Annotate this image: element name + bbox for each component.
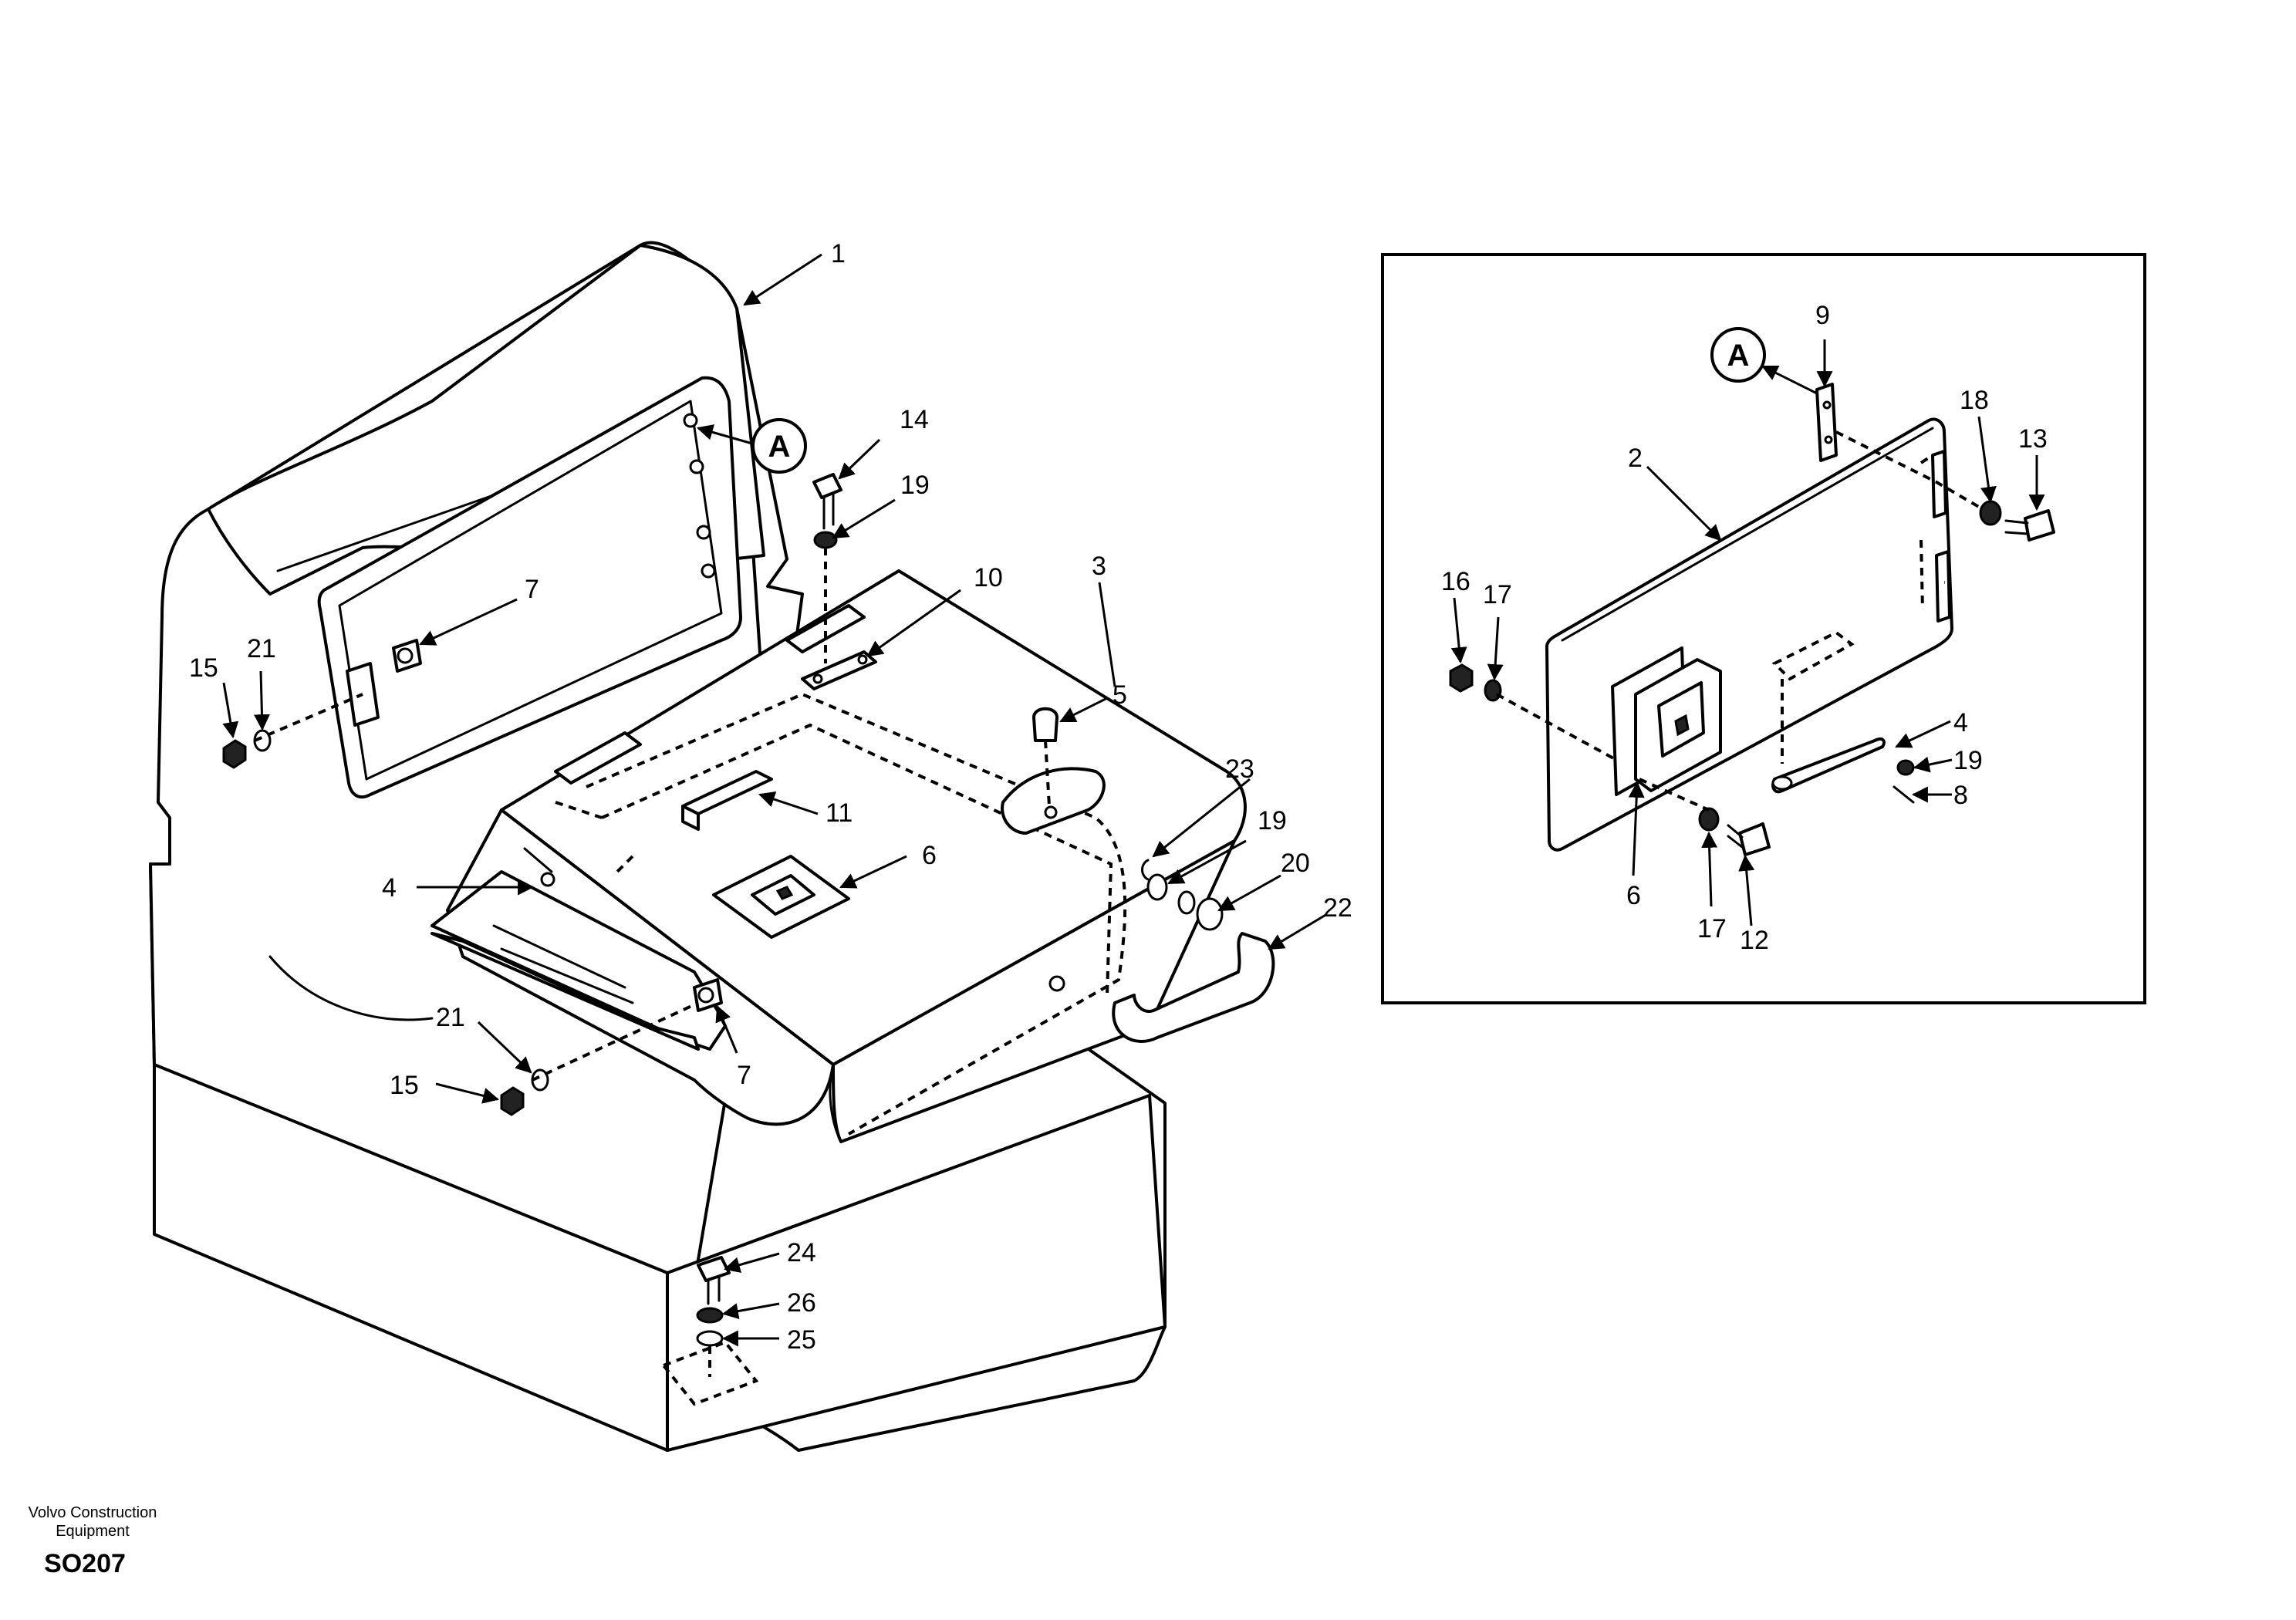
detail-ref-main-text: A <box>768 430 791 464</box>
label-part-6-main: 6 <box>922 841 937 870</box>
label-part-4-main: 4 <box>382 873 397 903</box>
label-part-5: 5 <box>1113 680 1127 710</box>
label-part-4-inset: 4 <box>1953 708 1968 737</box>
part-labels: 1 14 19 7 10 3 5 15 21 11 6 4 23 19 20 2… <box>189 239 2048 1355</box>
label-part-1: 1 <box>831 239 846 268</box>
label-part-21-upper: 21 <box>247 634 276 663</box>
label-part-2: 2 <box>1628 444 1643 473</box>
label-part-11: 11 <box>826 798 853 828</box>
label-part-7-lower: 7 <box>737 1061 751 1090</box>
control-box-panel <box>430 569 1275 1143</box>
label-part-19-inset: 19 <box>1953 746 1983 775</box>
label-part-15-lower: 15 <box>390 1071 419 1100</box>
label-part-3: 3 <box>1092 552 1106 581</box>
assembly-lines-main <box>254 548 1051 1377</box>
label-part-9: 9 <box>1815 301 1830 330</box>
leader-lines <box>222 253 2045 1347</box>
label-part-21-lower: 21 <box>436 1003 465 1032</box>
label-part-25: 25 <box>787 1325 816 1355</box>
label-part-7-upper: 7 <box>525 575 539 604</box>
label-part-13: 13 <box>2018 424 2048 454</box>
label-part-16: 16 <box>1441 567 1470 596</box>
label-part-20: 20 <box>1281 849 1310 878</box>
label-part-18: 18 <box>1960 386 1989 415</box>
label-part-6-inset: 6 <box>1626 881 1641 910</box>
label-part-15-upper: 15 <box>189 653 218 683</box>
label-part-12: 12 <box>1740 926 1769 955</box>
drawing-code: SO207 <box>44 1549 126 1578</box>
label-part-17-lower: 17 <box>1697 914 1727 943</box>
label-part-19-top: 19 <box>900 471 930 500</box>
label-part-26: 26 <box>787 1288 816 1318</box>
detail-reference-a-inset: A <box>1710 327 1766 383</box>
footer-company-line1: Volvo Construction <box>28 1504 157 1521</box>
label-part-19-right: 19 <box>1258 806 1287 835</box>
detail-reference-a-main: A <box>751 418 807 474</box>
label-part-10: 10 <box>974 563 1003 592</box>
label-part-17-upper: 17 <box>1483 580 1512 609</box>
label-part-22: 22 <box>1323 893 1352 923</box>
label-part-8: 8 <box>1953 781 1968 810</box>
label-part-23: 23 <box>1225 754 1254 784</box>
detail-ref-inset-text: A <box>1727 339 1750 373</box>
main-hardware <box>222 473 842 1347</box>
label-part-14: 14 <box>900 405 929 434</box>
label-part-24: 24 <box>787 1238 816 1267</box>
footer-company-line2: Equipment <box>56 1523 130 1540</box>
